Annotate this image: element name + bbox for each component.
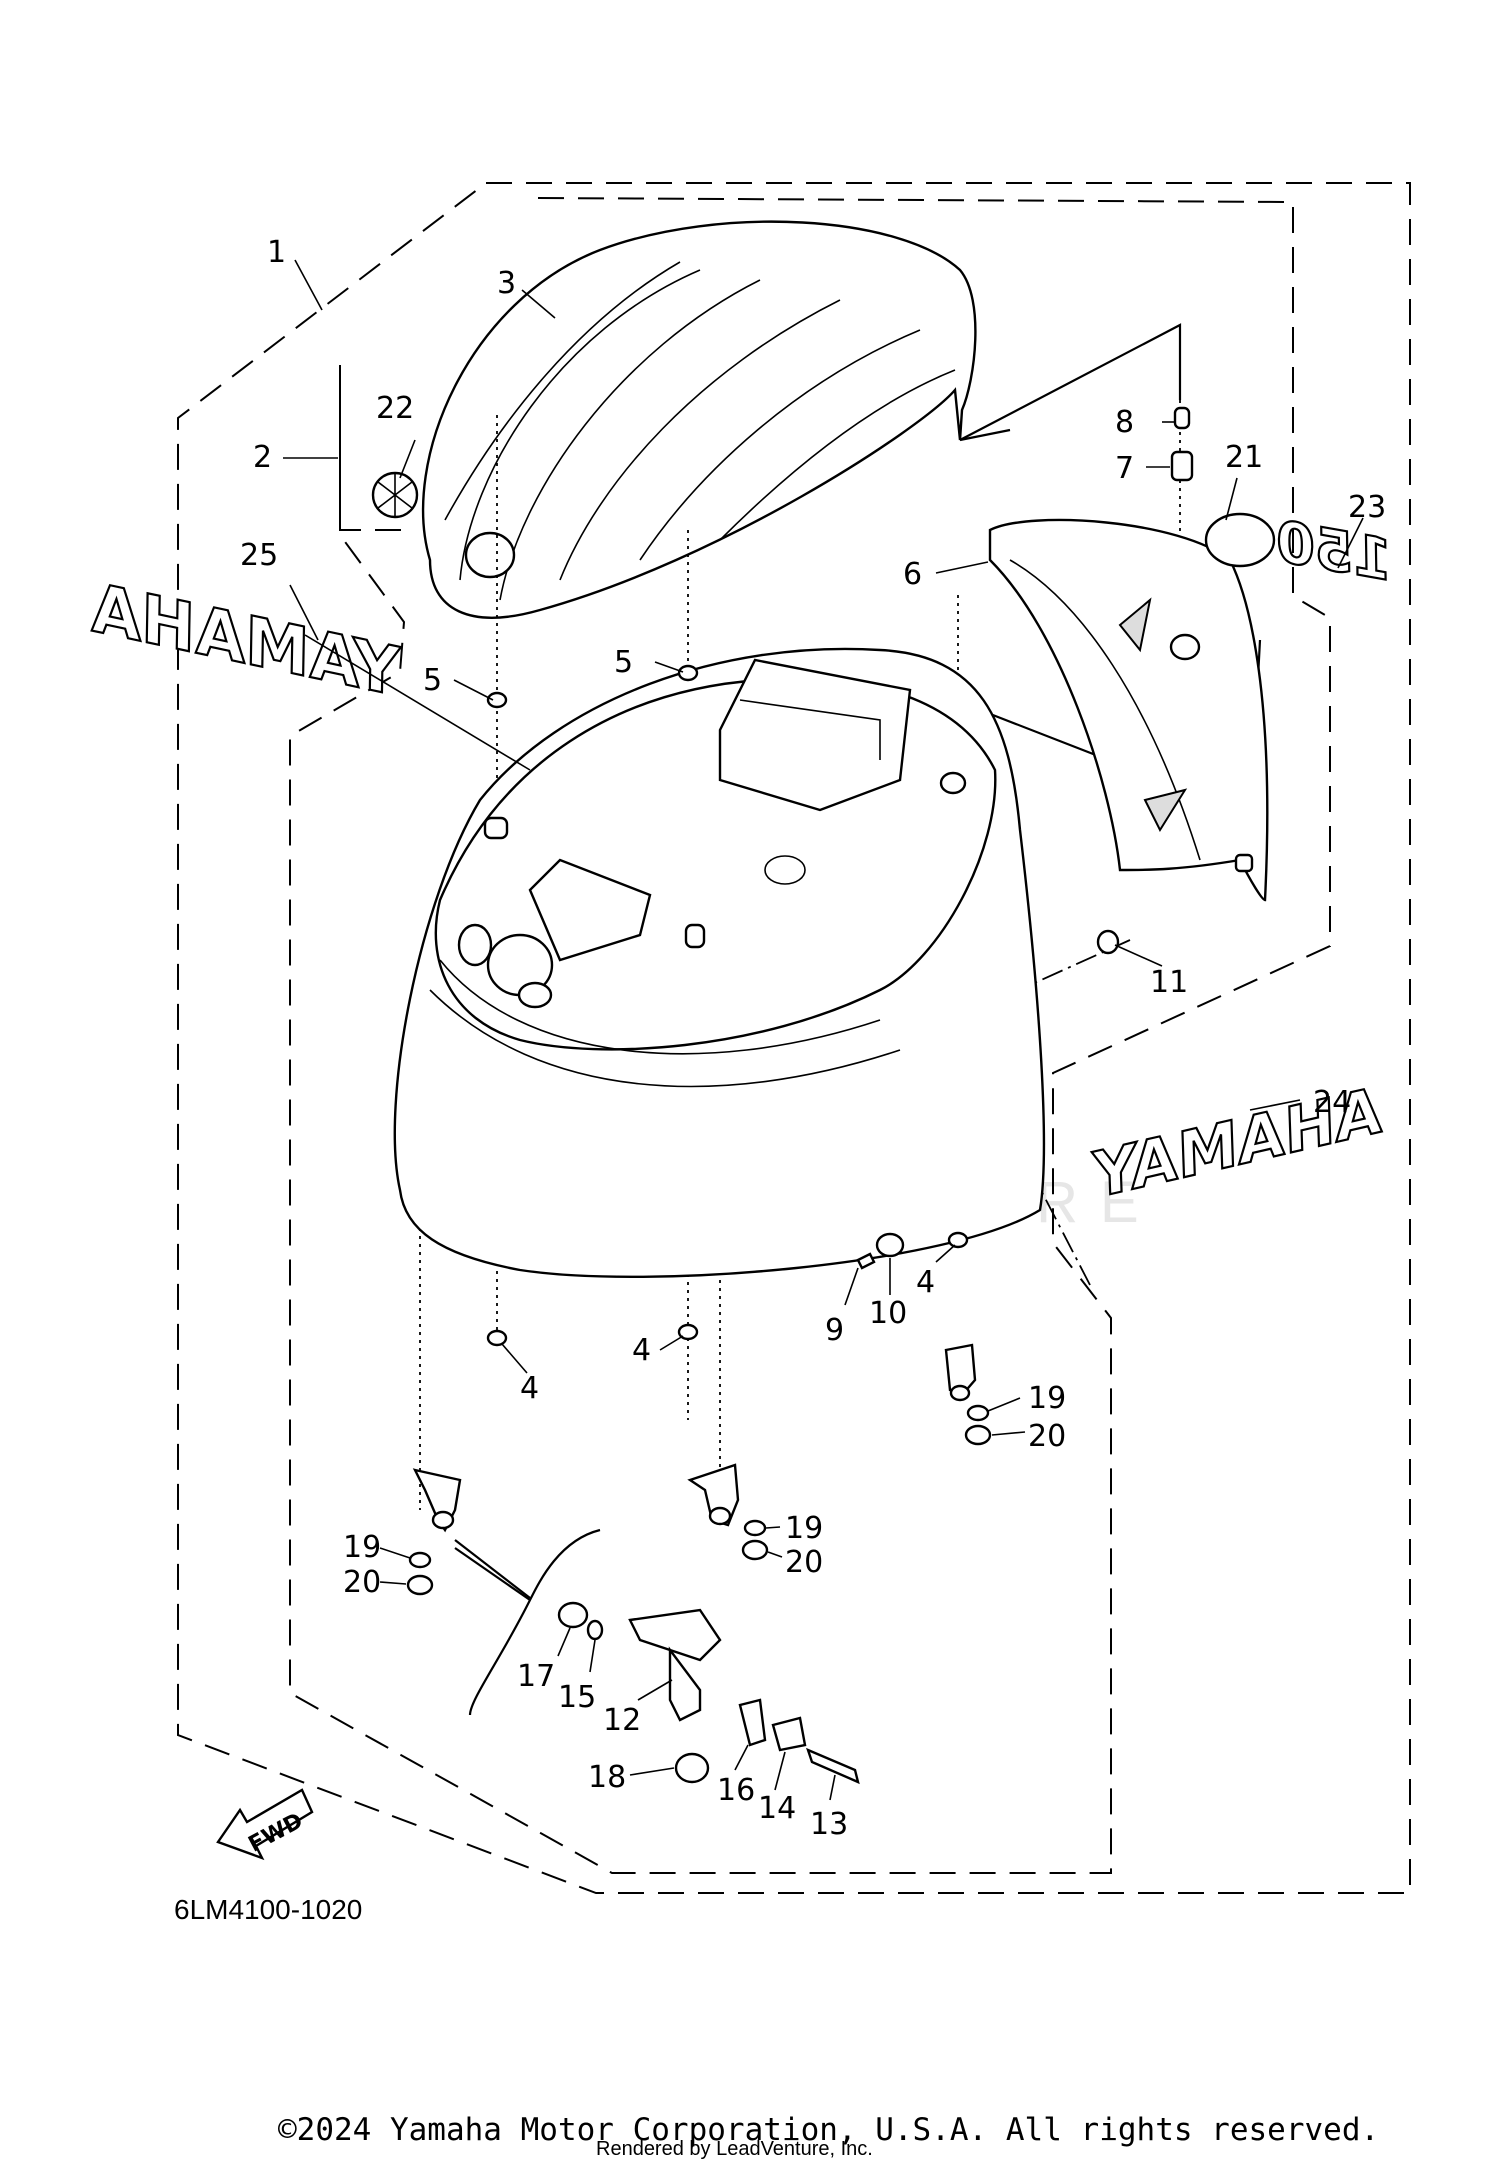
callout-24: 24 [1313, 1085, 1351, 1120]
decal-model-badge: 150 [1270, 509, 1396, 593]
callout-22: 22 [376, 391, 414, 426]
cap-vent-hole [464, 531, 516, 579]
callout-4-left: 4 [520, 1371, 539, 1406]
callout-20-left: 20 [343, 1565, 381, 1600]
callout-15: 15 [558, 1680, 596, 1715]
callout-4-center: 4 [632, 1333, 651, 1368]
part-4-center [677, 1323, 699, 1341]
part-9-screw [856, 1252, 876, 1270]
part-4-right [947, 1231, 969, 1249]
latch-bracket-left [412, 1468, 462, 1533]
part-13-bolt [806, 1747, 860, 1785]
callout-11: 11 [1150, 965, 1188, 1000]
part-15-washer [586, 1619, 604, 1641]
copyright-notice: ©2024 Yamaha Motor Corporation, U.S.A. A… [278, 2112, 1380, 2148]
diagram-code: 6LM4100-1020 [174, 1894, 363, 1925]
part-5-left [486, 691, 508, 709]
callout-5-left: 5 [423, 663, 442, 698]
part-21-oval-label [1204, 512, 1276, 568]
part-20-center [741, 1539, 769, 1561]
latch-detail-explode [454, 1528, 860, 1785]
callout-12: 12 [603, 1703, 641, 1738]
callout-6: 6 [903, 557, 922, 592]
callout-25: 25 [240, 538, 278, 573]
top-cap-part-3 [421, 220, 977, 619]
part-10-washer [875, 1232, 905, 1258]
inner-boundary [289, 197, 1331, 1874]
part-14-spacer [771, 1716, 807, 1752]
callout-9: 9 [825, 1313, 844, 1348]
leader-lines [283, 259, 1364, 1801]
callout-3: 3 [497, 266, 516, 301]
rendered-by-notice: Rendered by LeadVenture, Inc. [596, 2138, 873, 2160]
part-11-grommet [1096, 929, 1120, 955]
latch-bracket-right [944, 1343, 977, 1402]
callout-19-center: 19 [785, 1511, 823, 1546]
decal-yamaha-left-mirrored: YAMAHA [83, 570, 408, 711]
callout-7: 7 [1115, 451, 1134, 486]
latch-bracket-center [687, 1463, 740, 1527]
part-4-left [486, 1329, 508, 1347]
side-cover-part-6 [988, 518, 1269, 902]
callout-8: 8 [1115, 405, 1134, 440]
callout-13: 13 [810, 1807, 848, 1842]
callouts: 1 2 3 4 4 4 5 5 6 7 8 9 10 11 12 13 14 1… [240, 235, 1386, 1842]
part-17-nut [557, 1601, 589, 1629]
callout-18: 18 [588, 1760, 626, 1795]
callout-17: 17 [517, 1659, 555, 1694]
fwd-arrow-icon: FWD [216, 1788, 314, 1861]
callout-20-center: 20 [785, 1545, 823, 1580]
cap-assembly-2-boundary [339, 365, 410, 531]
part-7-grommet [1170, 450, 1194, 482]
callout-14: 14 [758, 1791, 796, 1826]
part-20-right [964, 1424, 992, 1446]
part-19-center [743, 1519, 767, 1537]
part-8-cap [1173, 406, 1191, 430]
callout-19-left: 19 [343, 1530, 381, 1565]
callout-1: 1 [267, 235, 286, 270]
part-19-left [408, 1551, 432, 1569]
callout-20-right: 20 [1028, 1419, 1066, 1454]
callout-19-right: 19 [1028, 1381, 1066, 1416]
callout-4-right: 4 [916, 1265, 935, 1300]
assembly-1-boundary [177, 182, 1411, 1894]
part-16-collar [738, 1698, 767, 1747]
callout-16: 16 [717, 1773, 755, 1808]
callout-10: 10 [869, 1296, 907, 1331]
callout-23: 23 [1348, 490, 1386, 525]
part-5-right [677, 664, 699, 682]
part-18-bumper [674, 1752, 710, 1784]
callout-2: 2 [253, 440, 272, 475]
part-19-right [966, 1404, 990, 1422]
part-22-emblem [371, 471, 419, 519]
bottom-cowling [393, 647, 1046, 1278]
part-20-left [406, 1574, 434, 1596]
callout-5-right: 5 [614, 645, 633, 680]
callout-21: 21 [1225, 440, 1263, 475]
